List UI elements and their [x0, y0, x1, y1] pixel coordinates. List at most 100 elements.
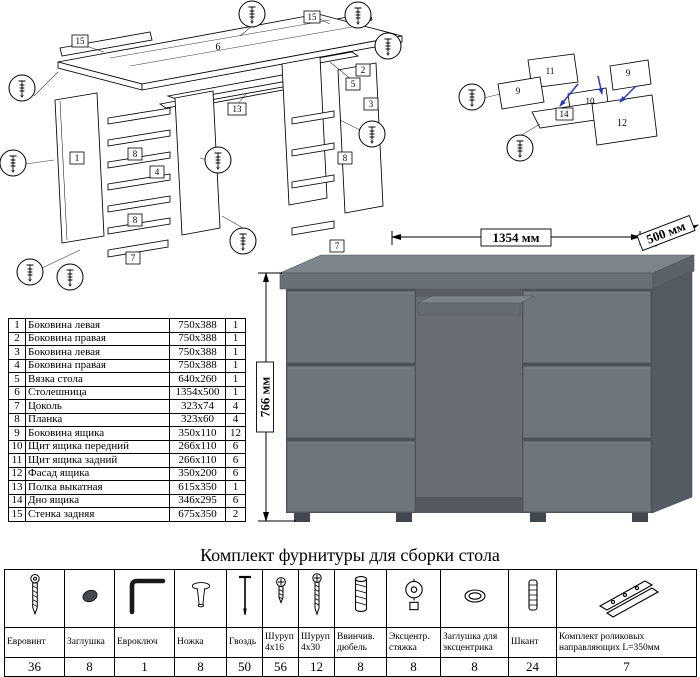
depth-dimension-label: 500 мм	[644, 218, 687, 247]
callout-8a: 8	[133, 149, 138, 159]
hardware-qty: 8	[174, 657, 227, 677]
hardware-label: Гвоздь	[226, 627, 263, 658]
hardware-icons-row	[4, 569, 697, 628]
cap-icon	[64, 569, 115, 628]
screw-short-icon	[262, 569, 299, 628]
part-qty: 2	[225, 507, 246, 522]
hardware-qty: 8	[64, 657, 115, 677]
part-name: Боковина правая	[25, 358, 170, 373]
part-name: Столешница	[25, 385, 170, 400]
part-name: Щит ящика передний	[25, 439, 170, 454]
part-callouts-drawer: 11 9 9 10 14 12	[516, 66, 631, 129]
callout-5: 5	[351, 79, 356, 89]
part-qty: 1	[225, 331, 246, 346]
euroscrew-icon	[4, 569, 65, 628]
part-size: 750x388	[169, 345, 226, 360]
part-size: 750x388	[169, 358, 226, 373]
hardware-qty: 36	[4, 657, 65, 677]
right-drawer-stack	[522, 290, 652, 513]
hardware-qty: 24	[508, 657, 557, 677]
hardware-label: Ножка	[174, 627, 227, 658]
part-qty: 1	[225, 480, 246, 495]
callout-9a: 9	[516, 86, 521, 96]
hardware-qty: 8	[386, 657, 441, 677]
callout-15b: 15	[308, 12, 318, 22]
part-size: 675x350	[169, 507, 226, 522]
part-number: 14	[8, 493, 26, 508]
desk-render: 1354 мм 500 мм 766 мм	[256, 215, 699, 522]
wood-dowel-icon	[508, 569, 557, 628]
nail-icon	[226, 569, 263, 628]
hardware-label: Евроключ	[114, 627, 175, 658]
hardware-label: Шуруп 4x16	[262, 627, 299, 658]
hardware-labels-row: Евровинт Заглушка Евроключ Ножка Гвоздь …	[4, 627, 697, 658]
desk-side-panel	[651, 270, 693, 514]
part-qty: 6	[225, 453, 246, 468]
hexkey-icon	[114, 569, 175, 628]
callout-8b: 8	[133, 215, 138, 225]
hardware-qty: 56	[262, 657, 299, 677]
part-number: 9	[8, 426, 26, 441]
part-number: 4	[8, 358, 26, 373]
part-name: Боковина левая	[25, 318, 170, 333]
callout-7a: 7	[131, 253, 136, 263]
desk-top-surface	[279, 254, 695, 274]
part-number: 5	[8, 372, 26, 387]
part-qty: 1	[225, 345, 246, 360]
part-number: 10	[8, 439, 26, 454]
callout-13: 13	[233, 104, 243, 114]
part-name: Полка выкатная	[25, 480, 170, 495]
keyboard-tray	[417, 295, 535, 316]
part-qty: 6	[225, 493, 246, 508]
callout-8c: 8	[343, 153, 348, 163]
part-size: 266x110	[169, 439, 226, 454]
part-name: Щит ящика задний	[25, 453, 170, 468]
callout-2: 2	[361, 65, 366, 75]
part-qty: 6	[225, 439, 246, 454]
callout-10: 10	[586, 96, 596, 106]
callout-9b: 9	[626, 68, 631, 78]
hardware-label: Заглушка	[64, 627, 115, 658]
part-name: Фасад ящика	[25, 466, 170, 481]
hardware-kit-title: Комплект фурнитуры для сборки стола	[200, 545, 500, 565]
hardware-qty: 7	[556, 657, 697, 677]
part-number: 1	[8, 318, 26, 333]
part-number: 2	[8, 331, 26, 346]
part-size: 750x388	[169, 331, 226, 346]
foot-icon	[174, 569, 227, 628]
hardware-label: Заглушка для эксцентрика	[440, 627, 509, 658]
part-callouts-main: 15 6 15 5 13 1 8 4 8 7 2 3 8 7	[69, 10, 379, 265]
hardware-kit-table: Евровинт Заглушка Евроключ Ножка Гвоздь …	[4, 569, 697, 677]
assembly-direction-arrows	[559, 75, 637, 107]
hardware-kit-section: Евровинт Заглушка Евроключ Ножка Гвоздь …	[4, 569, 697, 677]
part-qty: 12	[225, 426, 246, 441]
part-size: 350x200	[169, 466, 226, 481]
part-number: 6	[8, 385, 26, 400]
part-size: 350x110	[169, 426, 226, 441]
hardware-label: Эксцентр. стяжка	[386, 627, 441, 658]
part-qty: 1	[225, 318, 246, 333]
hardware-qty: 50	[226, 657, 263, 677]
hardware-qty-row: 36 8 1 8 50 56 12 8 8 8 24 7	[4, 657, 697, 677]
part-size: 323x60	[169, 412, 226, 427]
part-name: Цоколь	[25, 399, 170, 414]
part-size: 750x388	[169, 318, 226, 333]
callout-14: 14	[560, 109, 570, 119]
part-size: 266x110	[169, 453, 226, 468]
part-size: 1354x500	[169, 385, 226, 400]
desk-exploded-diagram	[25, 12, 403, 269]
hardware-qty: 8	[440, 657, 509, 677]
desk-top-edge	[279, 272, 654, 290]
hardware-qty: 12	[298, 657, 335, 677]
callout-7b: 7	[335, 241, 340, 251]
hardware-label: Шкант	[508, 627, 557, 658]
kneehole-back-panel	[416, 289, 522, 513]
drawer-exploded-diagram	[483, 53, 658, 146]
